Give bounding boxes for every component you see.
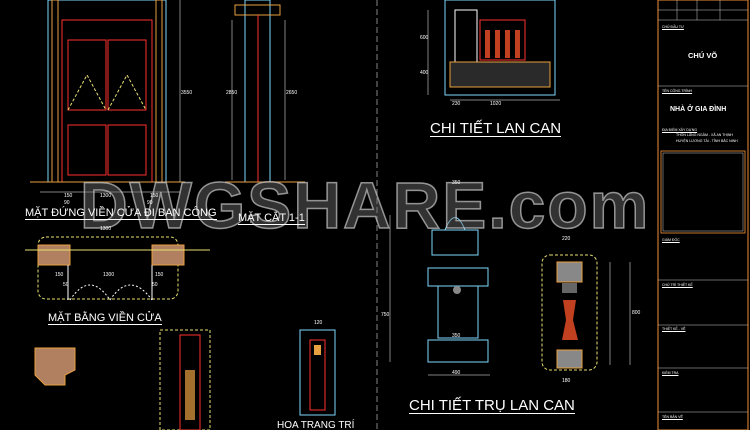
- project-name: NHÀ Ở GIA ĐÌNH: [670, 106, 727, 113]
- label-section: MẶT CẮT 1-1: [238, 212, 305, 225]
- owner-name: CHÚ VÕ: [688, 51, 718, 60]
- project-label: TÊN CÔNG TRÌNH: [662, 89, 693, 93]
- section-drawing: [225, 0, 305, 183]
- dim: 220: [562, 236, 571, 242]
- chief-designer-label: CHỦ TRÌ THIẾT KẾ: [662, 283, 693, 287]
- dim: 350: [452, 333, 461, 339]
- dim: 600: [420, 35, 429, 41]
- owner-label: CHỦ ĐẦU TƯ: [662, 25, 684, 29]
- dim: 120: [314, 320, 323, 326]
- label-railing-post: CHI TIẾT TRỤ LAN CAN: [409, 397, 575, 414]
- director-label: GIÁM ĐỐC: [662, 238, 680, 242]
- label-door-plan: MẶT BẰNG VIỀN CỬA: [48, 312, 162, 325]
- dim: 50: [63, 282, 69, 288]
- label-ornament: HOA TRANG TRÍ: [277, 420, 355, 430]
- dim: 2850: [226, 90, 238, 96]
- dim: 180: [562, 378, 571, 384]
- dim: 50: [152, 282, 158, 288]
- dim: 1300: [100, 226, 112, 232]
- door-elevation-drawing: [30, 0, 185, 193]
- title-block-frame: [657, 0, 749, 430]
- label-door-elevation: MẶT ĐỨNG VIỀN CỬA ĐI BAN CÔNG: [25, 207, 217, 220]
- molding-profile-drawing: [34, 329, 336, 430]
- sheet-name-label: TÊN BẢN VẼ: [662, 415, 683, 419]
- checker-label: KIỂM TRA: [662, 371, 679, 375]
- dim: 90: [64, 200, 70, 206]
- dim: 150: [150, 193, 159, 199]
- dim: 1300: [103, 272, 115, 278]
- dim: 1300: [100, 193, 112, 199]
- dim: 3550: [181, 90, 193, 96]
- label-railing: CHI TIẾT LAN CAN: [430, 120, 562, 137]
- dim: 490: [452, 370, 461, 376]
- designer-label: THIẾT KẾ - VẼ: [662, 327, 686, 331]
- location-label: ĐỊA ĐIỂM XÂY DỰNG: [662, 128, 698, 132]
- location-line-1: THÔN LÃNG NGÂM - XÃ AN THỊNH: [676, 133, 733, 137]
- dim: 230: [452, 101, 461, 107]
- railing-drawing: [427, 0, 560, 101]
- dim: 800: [632, 310, 641, 316]
- door-plan-drawing: [25, 236, 210, 301]
- dim: 1020: [490, 101, 502, 107]
- dim: 750: [381, 312, 390, 318]
- dim: 400: [420, 70, 429, 76]
- dim: 2650: [286, 90, 298, 96]
- dim: 150: [64, 193, 73, 199]
- watermark: DWGSHARE.com: [79, 168, 651, 242]
- dim: 150: [155, 272, 164, 278]
- dim: 150: [55, 272, 64, 278]
- railing-post-section-drawing: [541, 254, 631, 371]
- railing-post-drawing: [389, 215, 490, 376]
- location-line-2: HUYỆN LƯƠNG TÀI - TỈNH BẮC NINH: [676, 139, 738, 143]
- dim: 350: [452, 180, 461, 186]
- dim: 90: [147, 200, 153, 206]
